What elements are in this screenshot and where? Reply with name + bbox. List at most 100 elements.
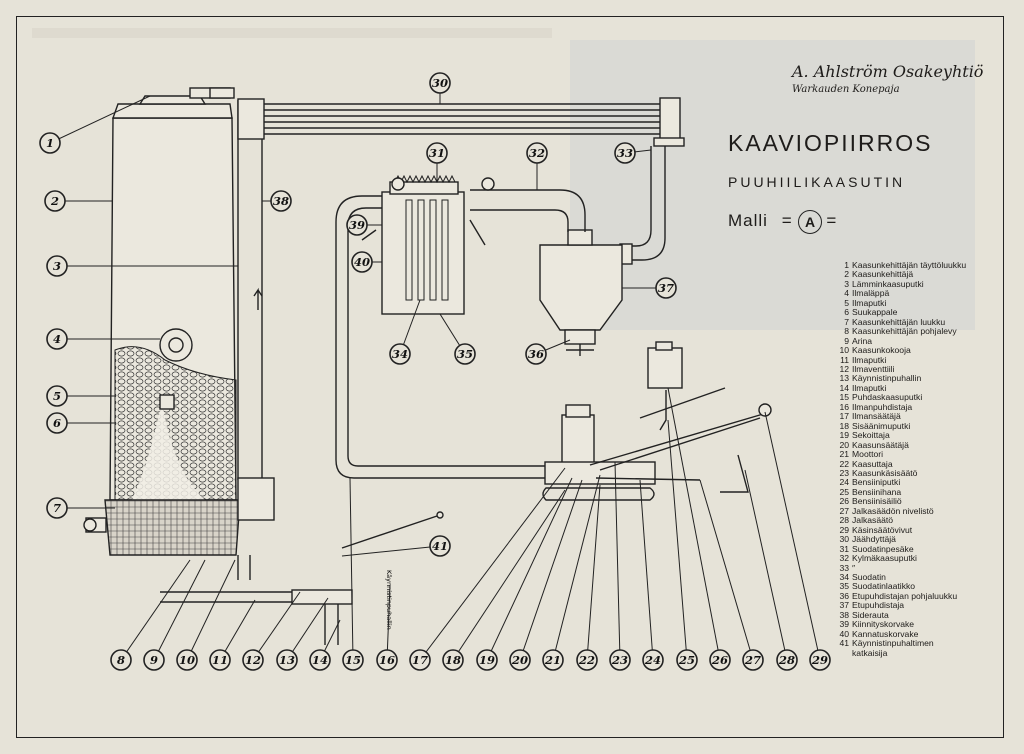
callout-number: 4: [53, 332, 61, 346]
legend-number: 40: [839, 628, 849, 639]
callout-38: 38: [262, 190, 292, 212]
legend-number: 15: [839, 392, 849, 403]
legend-number: 5: [844, 297, 849, 308]
callout-circle: [576, 649, 598, 671]
legend-text: Kiinnityskorvake: [852, 619, 915, 630]
callout-circle: [46, 328, 68, 350]
callout-number: 33: [617, 146, 633, 160]
callout-leader: [614, 461, 621, 661]
callout-circle: [776, 649, 798, 671]
diagram-subtitle: PUUHIILIKAASUTIN: [728, 174, 906, 190]
callout-number: 12: [245, 653, 261, 667]
callout-6: 6: [46, 412, 115, 434]
legend-text: Etupuhdistajan pohjaluukku: [852, 590, 958, 601]
legend-text: Puhdaskaasuputki: [852, 392, 923, 403]
callout-24: 24: [639, 479, 664, 671]
callout-number: 13: [279, 653, 295, 667]
legend-text: Suodatin: [852, 571, 886, 582]
callout-circle: [46, 255, 68, 277]
callout-number: 7: [53, 501, 61, 515]
legend-number: 2: [844, 269, 849, 280]
legend-text: Suukappale: [852, 307, 898, 318]
drawing-frame: [16, 16, 1004, 738]
callout-34: 34: [389, 299, 421, 365]
callout-17: 17: [409, 467, 566, 671]
callout-21: 21: [542, 474, 601, 671]
callout-leader: [153, 559, 206, 661]
legend-number: 24: [839, 477, 849, 488]
callout-13: 13: [276, 597, 329, 671]
callout-number: 8: [117, 653, 125, 667]
legend-number: 25: [839, 486, 849, 497]
legend-text: Kaasunkehittäjän luukku: [852, 316, 946, 327]
legend-number: 31: [839, 543, 849, 554]
legend-number: 7: [844, 316, 849, 327]
print-through-block: [570, 40, 975, 330]
callout-number: 16: [379, 653, 395, 667]
pre-cleaner: [539, 146, 666, 356]
callout-leader: [419, 467, 566, 661]
filter-box: [335, 174, 545, 479]
callout-leader: [219, 599, 256, 661]
legend-text: Käynnistinpuhallin: [852, 373, 922, 384]
callout-number: 23: [611, 653, 628, 667]
callout-number: 38: [273, 194, 289, 208]
callout-leader: [49, 95, 151, 144]
legend-text: Ilmansäätäjä: [852, 411, 901, 422]
callout-leader: [552, 474, 601, 661]
legend-number: 8: [844, 326, 849, 337]
callout-leader: [667, 387, 721, 661]
print-through-line: [32, 28, 552, 38]
callout-23: 23: [609, 461, 631, 671]
callout-circle: [242, 649, 264, 671]
callout-circle: [429, 72, 451, 94]
legend-text: Lämminkaasuputki: [852, 278, 924, 289]
diagram-title: KAAVIOPIIRROS: [728, 130, 933, 156]
legend-text: Kaasunkehittäjä: [852, 269, 914, 280]
legend-text: Kaasuttaja: [852, 458, 893, 469]
callout-7: 7: [46, 497, 115, 519]
callout-number: 3: [53, 259, 61, 273]
callout-number: 31: [429, 146, 445, 160]
callout-number: 15: [345, 653, 361, 667]
callout-number: 30: [432, 76, 448, 90]
legend-number: 6: [844, 307, 849, 318]
legend-text: Suodatinpesäke: [852, 543, 914, 554]
legend-text: Sisäänimuputki: [852, 420, 911, 431]
legend-text: Kannatuskorvake: [852, 628, 919, 639]
callout-circle: [542, 649, 564, 671]
callout-leader: [452, 489, 566, 661]
legend-number: 32: [839, 553, 849, 564]
callout-circle: [526, 142, 548, 164]
callout-circle: [409, 649, 431, 671]
callout-number: 26: [711, 653, 728, 667]
callout-30: 30: [429, 72, 451, 104]
callout-circle: [442, 649, 464, 671]
legend-text: Jalkasäädön nivelistö: [852, 505, 934, 516]
callout-number: 28: [778, 653, 795, 667]
callout-circle: [429, 535, 451, 557]
legend-number: 26: [839, 496, 849, 507]
callout-18: 18: [442, 489, 566, 671]
callout-number: 36: [528, 347, 544, 361]
callout-number: 18: [445, 653, 461, 667]
callout-circle: [426, 142, 448, 164]
legend-number: 33: [839, 562, 849, 573]
callout-circle: [509, 649, 531, 671]
